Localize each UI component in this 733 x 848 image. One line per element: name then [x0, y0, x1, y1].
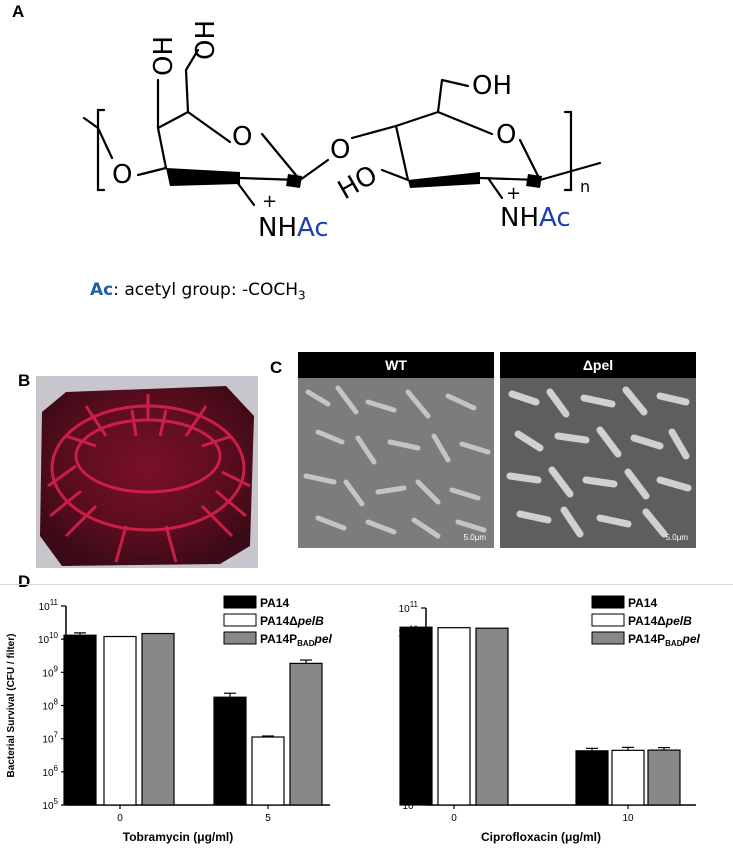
- legend-label: PA14PBADpel: [628, 632, 700, 648]
- amine-label-1: NHAc: [258, 213, 329, 243]
- colony-biofilm-photo: [36, 376, 258, 568]
- legend-swatch: [591, 631, 625, 645]
- legend-label: PA14PBADpel: [260, 632, 332, 648]
- y-axis-label: Bacterial Survival (CFU / filter): [6, 634, 17, 778]
- x-axis-label: Tobramycin (μg/ml): [123, 830, 233, 844]
- bar: [141, 632, 175, 806]
- y-tick-label: 109: [42, 664, 58, 679]
- bar: [251, 736, 285, 806]
- sem-image-wt: WT 5.0μm: [298, 352, 494, 548]
- panel-label-a: A: [12, 2, 25, 21]
- oxygen-label-left: O: [112, 160, 132, 190]
- scale-bar-pel: 5.0μm: [665, 533, 688, 542]
- ring-oxygen-label-1: O: [232, 122, 252, 152]
- y-tick-label: 1011: [399, 600, 419, 615]
- sem-pel-texture: [500, 352, 696, 548]
- bar: [475, 627, 509, 806]
- legend-label: PA14: [628, 596, 657, 610]
- x-tick-label: 0: [117, 813, 123, 824]
- sem-image-pel: Δpel 5.0μm: [500, 352, 696, 548]
- x-tick-label: 10: [622, 813, 634, 824]
- panel-label-d: D: [18, 572, 31, 591]
- legend-label: PA14: [260, 596, 289, 610]
- glycosidic-oxygen-label: O: [330, 135, 350, 165]
- y-tick-label: 1010: [38, 631, 59, 646]
- bar: [611, 749, 645, 806]
- charge-plus-1: +: [262, 191, 277, 212]
- x-tick-label: 5: [265, 813, 271, 824]
- panel-label-c: C: [270, 358, 283, 377]
- bar: [437, 627, 471, 806]
- bar: [103, 635, 137, 806]
- y-tick-label: 105: [42, 797, 58, 812]
- charge-plus-2: +: [506, 183, 521, 204]
- legend-swatch: [591, 613, 625, 627]
- legend-swatch: [223, 595, 257, 609]
- bar: [213, 696, 247, 806]
- y-tick-label: 107: [42, 731, 58, 746]
- repeat-subscript: n: [580, 177, 590, 196]
- y-tick-label: 1011: [39, 598, 59, 613]
- panel-label-b: B: [18, 371, 31, 390]
- bar: [289, 662, 323, 806]
- legend-swatch: [223, 613, 257, 627]
- hydroxyl-label-2: OH: [191, 20, 221, 60]
- amine-label-2: NHAc: [500, 203, 571, 233]
- y-tick-label: 108: [42, 698, 58, 713]
- sem-wt-texture: [298, 352, 494, 548]
- hydroxyl-label-3: OH: [472, 71, 512, 101]
- scale-bar-wt: 5.0μm: [463, 533, 486, 542]
- ring-oxygen-label-2: O: [496, 120, 516, 150]
- legend-swatch: [591, 595, 625, 609]
- bar: [399, 626, 433, 806]
- polysaccharide-structure: OH OH OH O O O O HO + NHAc + NHAc n: [82, 20, 602, 243]
- ciprofloxacin-survival-chart: 10310410510610710810910101011010Ciproflo…: [398, 595, 700, 844]
- acetyl-note: Ac: acetyl group: -COCH3: [90, 280, 306, 303]
- sem-wt-label: WT: [298, 352, 494, 378]
- y-tick-label: 106: [42, 764, 58, 779]
- bar: [575, 750, 609, 806]
- bar: [63, 634, 97, 806]
- legend-swatch: [223, 631, 257, 645]
- panel-divider: [0, 584, 733, 585]
- legend-label: PA14ΔpelB: [260, 614, 324, 628]
- sem-pel-label: Δpel: [500, 352, 696, 378]
- x-axis-label: Ciprofloxacin (μg/ml): [481, 830, 601, 844]
- bar: [647, 749, 681, 806]
- legend-label: PA14ΔpelB: [628, 614, 692, 628]
- x-tick-label: 0: [451, 813, 457, 824]
- hydroxyl-label-1: OH: [149, 36, 179, 76]
- hydroxyl-label-4: HO: [333, 160, 383, 206]
